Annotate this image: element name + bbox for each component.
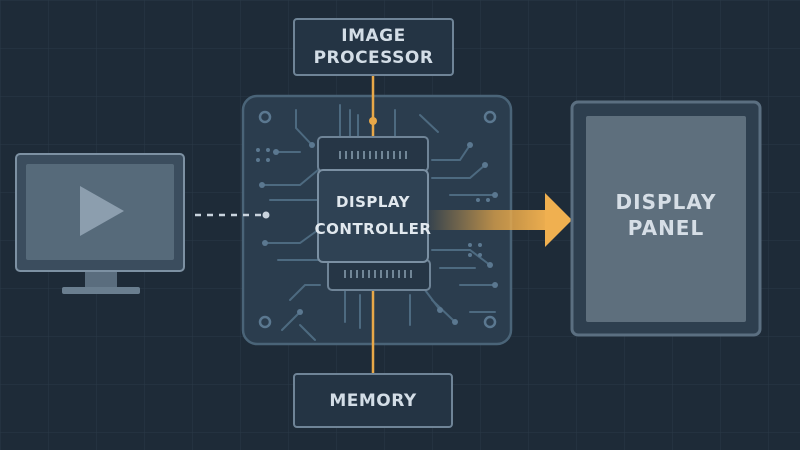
output-arrow [428,193,572,247]
memory-label-text: MEMORY [329,390,417,411]
input-link-node [262,211,270,219]
chip-bottom-pins [327,259,431,291]
image-processor-label-line2: PROCESSOR [313,48,434,68]
image-processor-box [293,18,454,76]
image-processor-label-line1: IMAGE [341,26,406,46]
display-panel-label: DISPLAY PANEL [586,180,746,250]
chip-top-pins [317,136,429,172]
memory-label: MEMORY [294,374,452,427]
image-processor-label: IMAGE PROCESSOR [294,19,453,75]
display-controller-label: DISPLAY CONTROLLER [315,174,431,258]
display-panel [570,100,762,337]
display-panel-label-line1: DISPLAY [615,190,717,214]
display-panel-label-line2: PANEL [627,216,705,240]
display-controller-label-line2: CONTROLLER [314,220,432,238]
play-icon [80,186,124,236]
display-controller-label-line1: DISPLAY [336,193,410,211]
memory-box [293,373,453,428]
processor-connector-node [369,117,377,125]
